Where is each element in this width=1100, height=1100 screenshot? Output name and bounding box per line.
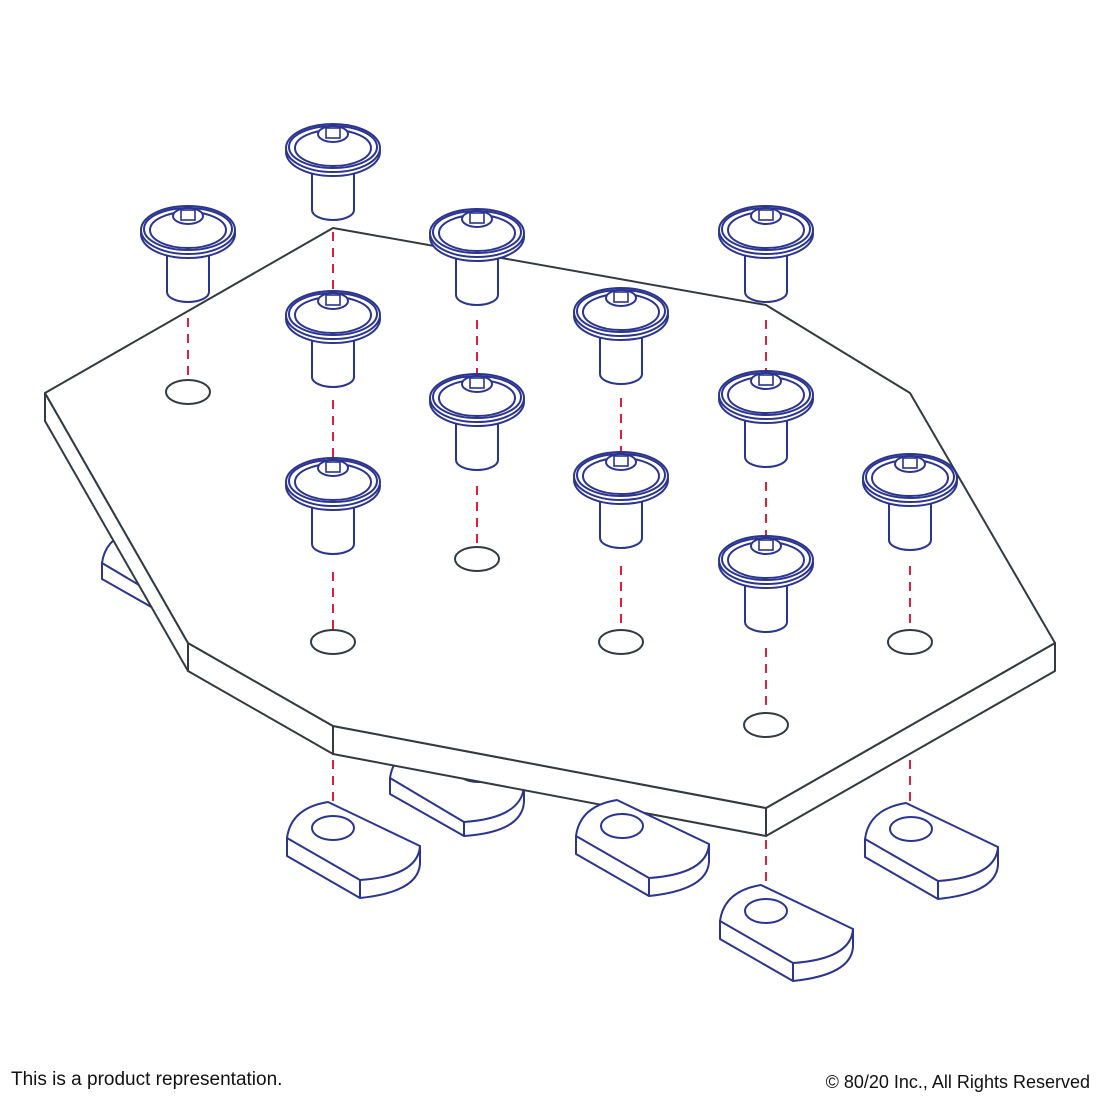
bolt-shank (455, 250, 499, 306)
t-nut (864, 802, 999, 900)
t-nuts-front (286, 799, 999, 982)
octagon-plate (44, 227, 1056, 837)
button-head-bolt (718, 370, 814, 468)
hex-socket-inner (613, 455, 629, 467)
hex-socket-inner (325, 461, 341, 473)
t-nut-top (719, 884, 854, 964)
plate-hole (454, 546, 500, 572)
button-head-bolt (285, 290, 381, 388)
bolt-shank (455, 415, 499, 471)
plate-hole (743, 712, 789, 738)
copyright-text: © 80/20 Inc., All Rights Reserved (825, 1072, 1090, 1092)
button-head-bolt (429, 208, 525, 306)
button-head-bolt (862, 453, 958, 551)
bolt-shank (744, 412, 788, 468)
button-head-bolt (573, 287, 669, 385)
hex-socket-inner (469, 212, 485, 224)
bolt-shank (744, 247, 788, 303)
plate-hole (887, 629, 933, 655)
plate-holes (165, 379, 933, 738)
button-head-bolt (285, 457, 381, 555)
t-nut-top (575, 799, 710, 879)
bolts (140, 123, 958, 633)
bolt-shank (311, 499, 355, 555)
t-nut-hole (600, 813, 644, 839)
button-head-bolt (573, 451, 669, 549)
bolt-shank (311, 332, 355, 388)
t-nut-hole (744, 898, 788, 924)
t-nut (719, 884, 854, 982)
button-head-bolt (285, 123, 381, 221)
hex-socket-inner (325, 127, 341, 139)
t-nut (286, 801, 421, 899)
bolt-shank (744, 577, 788, 633)
t-nut-hole (311, 815, 355, 841)
t-nut-top (286, 801, 421, 881)
bolt-shank (599, 493, 643, 549)
bolt-shank (311, 165, 355, 221)
hex-socket-inner (758, 539, 774, 551)
hex-socket-inner (613, 291, 629, 303)
hex-socket-inner (758, 374, 774, 386)
bolt-shank (599, 329, 643, 385)
button-head-bolt (429, 373, 525, 471)
plate-hole (165, 379, 211, 405)
bolt-shank (166, 247, 210, 303)
button-head-bolt (718, 205, 814, 303)
plate-hole (598, 629, 644, 655)
hex-socket-inner (469, 377, 485, 389)
button-head-bolt (718, 535, 814, 633)
plate-hole (310, 629, 356, 655)
t-nut-hole (889, 816, 933, 842)
button-head-bolt (140, 205, 236, 303)
t-nut-top (864, 802, 999, 882)
hex-socket-inner (180, 209, 196, 221)
disclaimer-text: This is a product representation. (11, 1069, 283, 1090)
t-nut (575, 799, 710, 897)
hex-socket-inner (325, 294, 341, 306)
bolt-shank (888, 495, 932, 551)
hex-socket-inner (902, 457, 918, 469)
hex-socket-inner (758, 209, 774, 221)
